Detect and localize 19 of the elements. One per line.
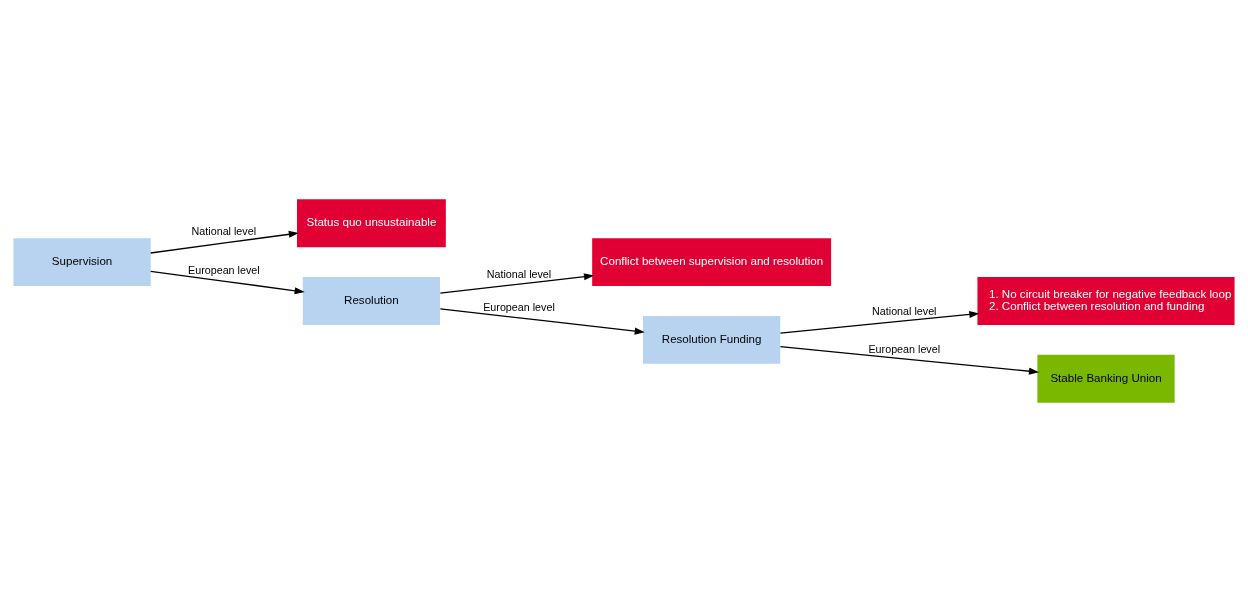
arrow <box>439 307 645 335</box>
node-box: Stable Banking Union <box>1037 354 1175 403</box>
arrow <box>779 310 980 334</box>
node-box: Conflict between supervision and resolution <box>592 237 832 286</box>
node-box: Status quo unsustainable <box>297 198 446 247</box>
arrow <box>779 345 1040 375</box>
edge-label: European level <box>188 263 260 276</box>
edge-label: European level <box>868 342 941 355</box>
arrow <box>150 230 299 254</box>
edge-label: National level <box>486 267 552 280</box>
arrow <box>150 270 305 294</box>
edge-label: National level <box>872 304 937 317</box>
node-box: Resolution Funding <box>643 315 781 364</box>
edge-label: National level <box>191 224 257 237</box>
node-box: 1. No circuit breaker for negative feedback loop 2. Conflict between resolution and funding <box>977 276 1235 325</box>
edge-label: European level <box>483 300 555 313</box>
arrow <box>439 272 595 294</box>
node-box: Resolution <box>302 276 441 325</box>
node-box: Supervision <box>13 237 151 286</box>
